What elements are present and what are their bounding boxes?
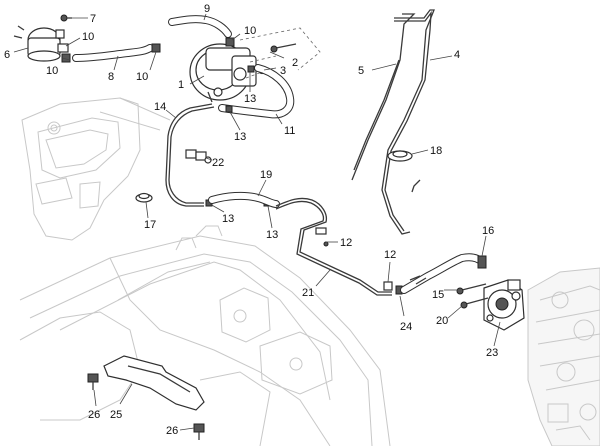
- callout-6: 6: [4, 49, 10, 61]
- callout-20: 20: [436, 315, 448, 327]
- vacuum-pump-part: [483, 279, 525, 331]
- callout-24: 24: [400, 321, 412, 333]
- clip-part-22: [185, 149, 212, 164]
- callout-10: 10: [244, 25, 256, 37]
- callout-8: 8: [108, 71, 114, 83]
- bolt-part-26b: [193, 423, 205, 440]
- callout-21: 21: [302, 287, 314, 299]
- vacuum-hose-16: [400, 253, 487, 294]
- vacuum-hose-9: [168, 15, 232, 38]
- callout-12: 12: [384, 249, 396, 261]
- vacuum-hose-8: [72, 44, 154, 62]
- vacuum-pipe-21: [275, 197, 392, 296]
- callout-26: 26: [166, 425, 178, 437]
- callout-11: 11: [284, 125, 295, 137]
- callout-10: 10: [82, 31, 94, 43]
- callout-16: 16: [482, 225, 494, 237]
- bolt-part-15: [456, 283, 487, 295]
- mount-dashline: [239, 27, 321, 79]
- bracket-part-25: [103, 355, 205, 411]
- callout-15: 15: [432, 289, 444, 301]
- vacuum-tube-14: [165, 103, 215, 207]
- callout-13: 13: [244, 93, 256, 105]
- callout-3: 3: [280, 65, 286, 77]
- vacuum-hose-19: [208, 191, 280, 208]
- bolt-part-2: [270, 43, 297, 53]
- callout-13: 13: [234, 131, 246, 143]
- callout-12: 12: [340, 237, 352, 249]
- callout-14: 14: [154, 101, 166, 113]
- callout-26: 26: [88, 409, 100, 421]
- brake-line-4: [381, 9, 435, 235]
- callout-10: 10: [136, 71, 148, 83]
- grommet-part-17: [135, 192, 153, 203]
- grommet-part-18: [387, 150, 413, 162]
- brake-booster-part: [189, 37, 257, 103]
- bolt-part-26a: [87, 373, 99, 390]
- callout-9: 9: [204, 3, 210, 15]
- callout-22: 22: [212, 157, 224, 169]
- callout-1: 1: [178, 79, 184, 91]
- callout-25: 25: [110, 409, 122, 421]
- callout-23: 23: [486, 347, 498, 359]
- callout-10: 10: [46, 65, 58, 77]
- callout-labels: 7 6 10 10 8 9 10 10 1 2 3 13 11 13 14 22…: [4, 3, 498, 437]
- callout-19: 19: [260, 169, 272, 181]
- engine-block-ghost: [527, 267, 600, 446]
- callout-13: 13: [222, 213, 234, 225]
- callout-5: 5: [358, 65, 364, 77]
- chassis-frame-ghost: [19, 225, 391, 446]
- callout-2: 2: [292, 57, 298, 69]
- callout-18: 18: [430, 145, 442, 157]
- callout-17: 17: [144, 219, 156, 231]
- callout-4: 4: [454, 49, 460, 61]
- vehicle-body-ghost: [21, 97, 171, 241]
- callout-13: 13: [266, 229, 278, 241]
- bolt-part-20: [460, 297, 489, 309]
- vacuum-hose-11: [218, 64, 295, 119]
- leader-lines: [13, 13, 501, 431]
- callout-7: 7: [90, 13, 96, 25]
- vacuum-valve-part: [13, 25, 69, 62]
- brake-line-5: [351, 13, 421, 193]
